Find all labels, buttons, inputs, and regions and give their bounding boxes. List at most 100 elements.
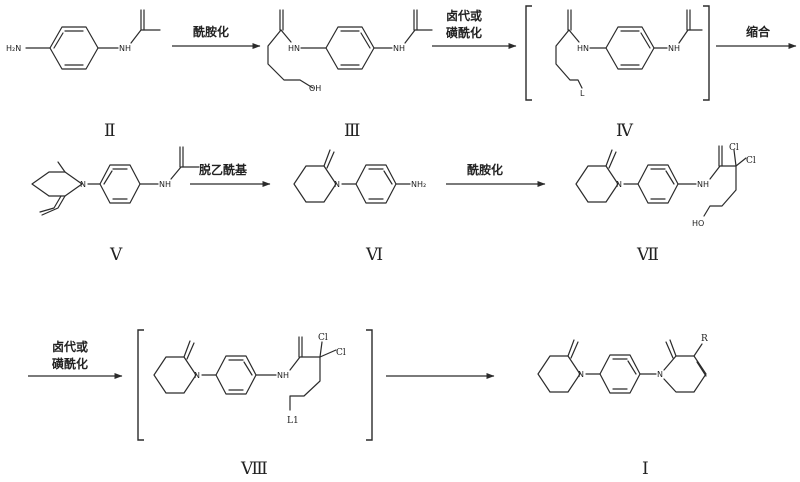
piperidinone-ring <box>293 165 337 203</box>
r-bond <box>693 343 703 357</box>
lactam-carbonyl <box>323 149 335 169</box>
acetyl-chain <box>678 29 703 44</box>
lactam-carbonyl <box>567 339 579 359</box>
benzene-ring <box>637 164 679 204</box>
condition-step6-line2: 磺酰化 <box>52 356 88 371</box>
benzene-ring <box>599 354 641 394</box>
ring-double-bonds <box>650 168 675 200</box>
hn-label: HN <box>288 44 300 53</box>
condition-step6-line1: 卤代或 <box>52 339 88 354</box>
compound-label-iv: Ⅳ <box>616 121 634 141</box>
nh-label: NH <box>119 44 131 53</box>
carbonyl-double-bond <box>567 9 572 31</box>
ring-double-bonds <box>368 168 393 200</box>
cl-label-2: Cl <box>746 156 756 166</box>
compound-ii: H₂N NH <box>6 9 161 70</box>
hydroxybutyl-chain <box>703 165 737 217</box>
cl-label-2: Cl <box>336 348 346 358</box>
ring-double-bond <box>696 361 707 377</box>
n-label: N <box>334 180 340 189</box>
benzene-ring <box>99 164 141 204</box>
piperidinone-ring <box>153 356 197 394</box>
lactam-carbonyl <box>665 339 677 359</box>
oh-label: OH <box>309 84 321 93</box>
compound-label-i: Ⅰ <box>642 459 649 479</box>
carbonyl-double-bond <box>140 9 145 31</box>
condition-step2-line1: 卤代或 <box>446 8 482 23</box>
l-label: L <box>580 89 585 98</box>
dihydropyridinone-ring <box>663 355 707 393</box>
cl-label-1: Cl <box>318 333 328 343</box>
ring-double-bonds <box>340 30 371 66</box>
r-label: R <box>701 334 708 344</box>
nh-label: NH <box>697 180 709 189</box>
compound-label-vii: Ⅶ <box>636 245 659 265</box>
nh2-label: NH₂ <box>411 180 426 189</box>
amine-label: H₂N <box>6 44 21 53</box>
condition-step5: 酰胺化 <box>467 162 503 177</box>
compound-vii: N NH Cl Cl HO <box>575 143 756 228</box>
n-label: N <box>194 371 200 380</box>
bond <box>57 161 66 173</box>
benzene-ring <box>49 26 99 70</box>
ho-label: HO <box>692 219 704 228</box>
benzene-ring <box>605 26 655 70</box>
bracket-left <box>525 5 532 101</box>
n-label-2: N <box>657 370 663 379</box>
compound-viii: N NH Cl Cl L1 <box>137 329 373 441</box>
carbonyl-double-bond <box>179 146 184 168</box>
ring-double-bonds <box>620 30 651 66</box>
ring-double-bonds <box>612 358 637 390</box>
piperidinone-ring <box>48 183 83 197</box>
bond <box>568 29 580 43</box>
piperidinone-ring <box>537 355 581 393</box>
ring-double-bonds <box>53 30 84 66</box>
acetyl-chain <box>130 29 161 44</box>
condition-step3: 缩合 <box>746 24 771 39</box>
carbonyl-double-bond <box>298 336 303 358</box>
compound-vi: N NH₂ <box>293 149 426 204</box>
lactam-carbonyl <box>605 149 617 169</box>
benzene-ring <box>325 26 375 70</box>
cl-label-1: Cl <box>729 143 739 153</box>
amide-bond <box>709 165 737 180</box>
n-label-1: N <box>578 370 584 379</box>
compound-label-iii: Ⅲ <box>344 121 360 141</box>
hydroxybutyl-chain <box>267 29 314 89</box>
nh-label: NH <box>277 371 289 380</box>
carbonyl-double-bond <box>413 9 418 31</box>
dichloro-bonds <box>319 341 337 358</box>
bracket-right <box>366 329 373 441</box>
l1-label: L1 <box>287 416 299 426</box>
piperidinone-ring <box>31 171 83 197</box>
l1-butyl-chain <box>289 356 321 411</box>
condition-step2-line2: 磺酰化 <box>446 25 482 40</box>
nh-label: NH <box>159 180 171 189</box>
n-label: N <box>616 180 622 189</box>
ring-double-bonds <box>228 359 253 391</box>
carbonyl-double-bond <box>686 9 691 31</box>
compound-label-v: Ⅴ <box>109 245 123 265</box>
nh-label: NH <box>668 44 680 53</box>
bracket-left <box>137 329 144 441</box>
lactam-carbonyl <box>39 195 66 216</box>
benzene-ring <box>215 355 257 395</box>
nh-label: NH <box>393 44 405 53</box>
compound-label-viii: Ⅷ <box>240 459 268 479</box>
bond <box>280 29 292 43</box>
compound-label-vi: Ⅵ <box>365 245 383 265</box>
condition-step1: 酰胺化 <box>193 24 229 39</box>
amide-bond <box>289 356 321 371</box>
bracket-right <box>703 5 710 101</box>
carbonyl-double-bond <box>279 9 284 31</box>
dichloro-bonds <box>733 149 747 167</box>
l-butyl-chain <box>555 29 583 89</box>
benzene-ring <box>355 164 397 204</box>
condition-step4: 脱乙酰基 <box>199 162 248 177</box>
compound-iii: OH HN NH <box>267 9 433 93</box>
hn-label: HN <box>577 44 589 53</box>
lactam-carbonyl <box>183 340 195 360</box>
n-label: N <box>80 180 86 189</box>
piperidinone-ring <box>575 165 619 203</box>
